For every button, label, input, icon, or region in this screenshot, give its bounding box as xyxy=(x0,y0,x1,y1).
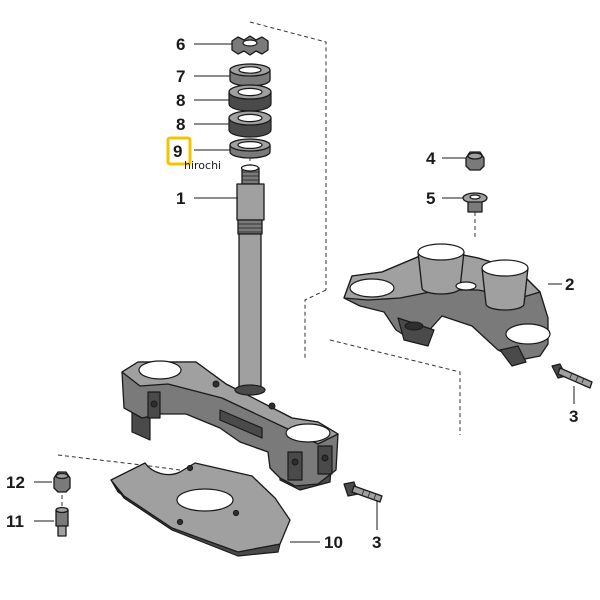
part-8-bearing-lower xyxy=(228,110,272,138)
stem-thread-upper xyxy=(242,171,259,181)
callout-9-highlight-box xyxy=(166,136,192,166)
part-5-bolt-washer xyxy=(462,192,488,213)
part-3-bolt-right xyxy=(551,363,593,389)
part-10-cover-plate xyxy=(110,462,291,557)
callout-11: 11 xyxy=(6,512,24,531)
callout-8-lower: 8 xyxy=(176,115,185,134)
part-3-bolt-lower xyxy=(343,481,383,503)
part-2-upper-fork-bridge xyxy=(343,243,551,367)
part-1-steering-stem xyxy=(234,164,266,396)
callout-10: 10 xyxy=(324,533,343,552)
callout-1: 1 xyxy=(176,189,185,208)
part-12-nut xyxy=(53,471,71,493)
part-7-seal-ring xyxy=(229,63,271,87)
part-8-bearing-upper xyxy=(228,84,272,112)
part-4-cap-nut xyxy=(465,151,485,171)
callout-6: 6 xyxy=(176,35,185,54)
callout-4: 4 xyxy=(426,149,436,168)
callout-12: 12 xyxy=(6,473,25,492)
leader-lines xyxy=(34,43,575,543)
callout-7: 7 xyxy=(176,67,185,86)
assembly-guide-lines xyxy=(57,21,476,506)
stem-thread-lower xyxy=(238,223,262,233)
part-11-screw xyxy=(55,506,69,537)
callout-8-upper: 8 xyxy=(176,91,185,110)
callout-labels: 6 7 8 8 9 1 4 5 2 3 3 12 11 10 xyxy=(6,35,578,552)
callout-9: 9 xyxy=(173,142,182,161)
part-6-slotted-nut xyxy=(231,35,269,56)
part-1-lower-fork-bridge xyxy=(121,360,339,491)
callout-3-right: 3 xyxy=(569,407,578,426)
callout-2: 2 xyxy=(565,275,574,294)
callout-3-lower: 3 xyxy=(372,533,381,552)
callout-5: 5 xyxy=(426,189,435,208)
watermark-text: hirochi xyxy=(184,159,221,172)
part-9-dust-seal xyxy=(229,138,271,159)
